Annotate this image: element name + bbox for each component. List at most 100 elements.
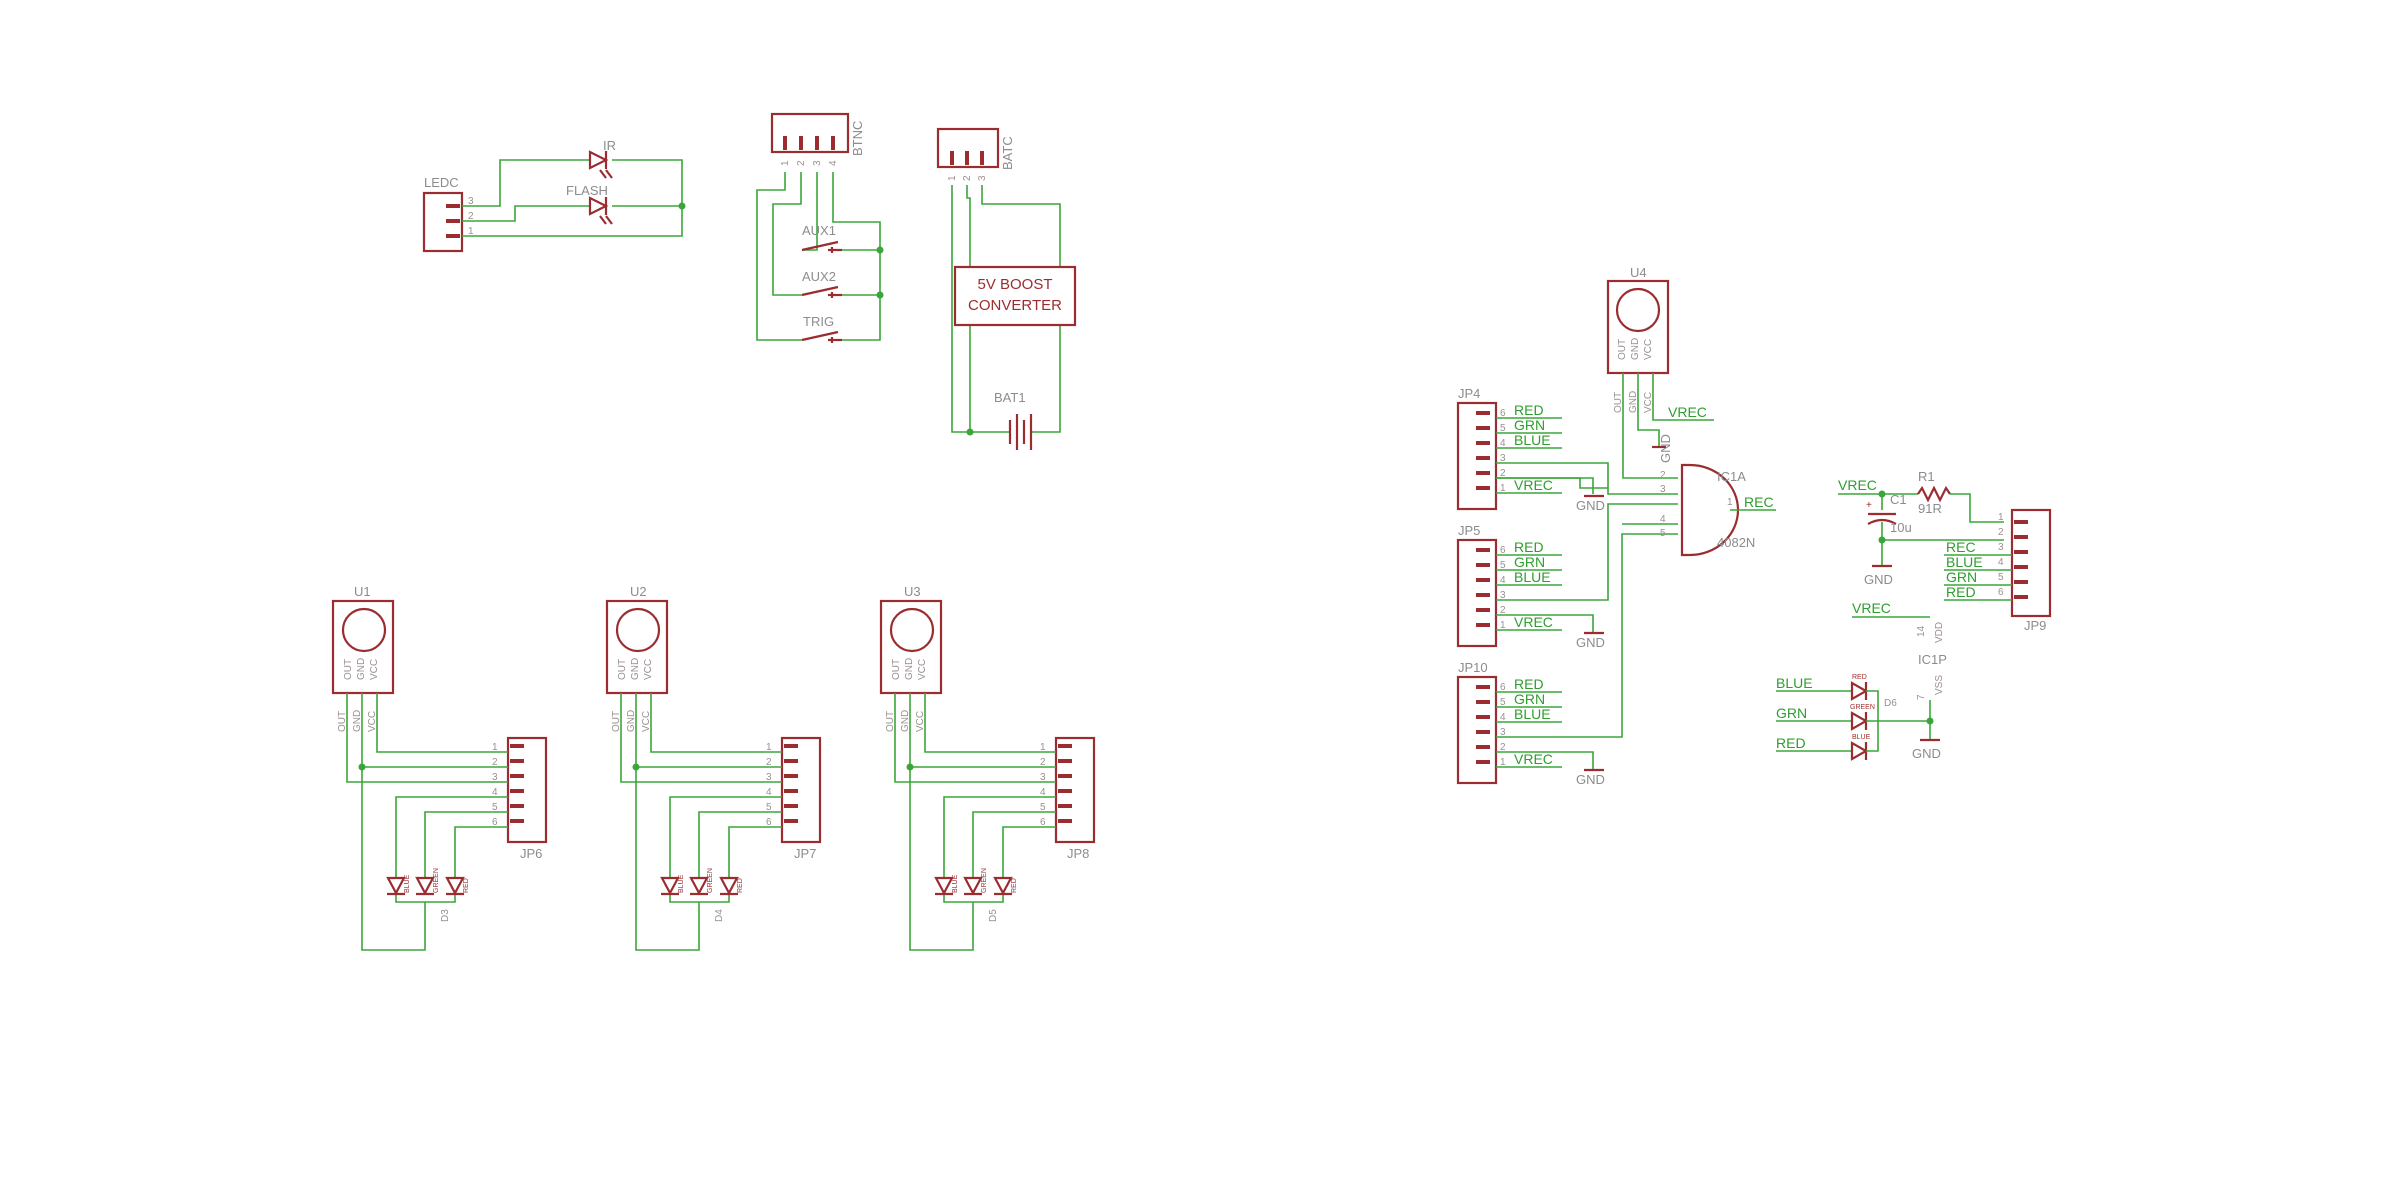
wire [1496,477,1608,489]
pin-name: OUT [611,711,622,732]
batc-connector [936,127,1000,169]
led-triplet-d3 [386,876,465,896]
boost-label-line2: CONVERTER [968,297,1062,314]
wire [1622,373,1678,479]
connector-jp8-body [1054,736,1096,844]
led-flash-label: FLASH [566,183,608,198]
diode-label: D4 [714,909,725,922]
wire [462,205,590,222]
pin-number: 3 [492,772,498,783]
ic1p-block: VREC 14 VDD IC1P VSS 7 GND RED GREEN BLU… [1776,600,1947,761]
pin-name: VCC [367,711,378,732]
pin-number: 6 [1500,408,1506,419]
ic1a-value: 4082N [1717,535,1755,550]
wire [424,811,508,878]
sensor-u1-body [331,599,395,695]
pin-number: 1 [1500,620,1506,631]
pin-name: GND [904,658,915,680]
resistor-r1-symbol [1917,485,1951,503]
capacitor-c1-plus: + [1866,500,1872,511]
boost-label-line1: 5V BOOST [977,276,1052,293]
pin-number: 1 [1500,483,1506,494]
wire [909,767,974,951]
connector-jp9-label: JP9 [2024,618,2046,633]
pin-number: 3 [1040,772,1046,783]
diode-label: D5 [988,909,999,922]
pin-name: VCC [369,659,380,680]
pin-name: OUT [1617,339,1628,360]
pin-number: 4 [1500,575,1506,586]
led-d6-label: D6 [1884,698,1897,709]
wire [943,796,1056,878]
led-flash-symbol [588,196,613,225]
wire [635,767,700,951]
pin-number: 1 [1040,742,1046,753]
pin-number: 3 [1998,542,2004,553]
connector-jp5-body [1456,538,1498,648]
junction-dot [358,763,366,771]
connector-jp8-label: JP8 [1067,846,1089,861]
led-color-label: GREEN [981,868,988,893]
wire [981,185,1061,267]
jp4-block: JP4 6 5 4 3 2 1 RED GRN BLUE VREC GND [1456,386,1678,513]
pin-name: OUT [617,659,628,680]
net-label: BLUE [1776,675,1813,691]
diode-label: D3 [440,909,451,922]
pin-number: 5 [1040,802,1046,813]
gnd-label: GND [1864,572,1893,587]
u3-block: U3 OUT GND VCC OUT GND VCC 1 2 3 4 5 6 J… [879,584,1096,951]
wire [650,693,782,753]
net-label: BLUE [1514,432,1551,448]
capacitor-c1-value: 10u [1890,520,1912,535]
gnd-label: GND [1576,635,1605,650]
wire [462,159,590,207]
pin-number: 3 [1500,453,1506,464]
net-label: BLUE [1946,554,1983,570]
wire [909,693,1056,768]
pin-number: 4 [828,160,839,166]
wire [728,826,782,878]
pin-number: 4 [1500,438,1506,449]
connector-jp5-label: JP5 [1458,523,1480,538]
pin-name: VCC [1643,339,1654,360]
wire [802,172,818,251]
led-color-label: BLUE [404,874,411,893]
pin-number: 5 [766,802,772,813]
wire [1496,503,1678,601]
wire [756,172,802,341]
net-label: GRN [1514,691,1545,707]
pin-number: 1 [1727,497,1733,508]
wire [1496,462,1678,495]
wire [454,826,508,878]
pin-number: 1 [492,742,498,753]
pin-name: VSS [1934,675,1945,695]
pin-number: 3 [1500,590,1506,601]
wire [462,159,683,237]
resistor-r1-value: 91R [1918,501,1942,516]
btnc-section: BTNC 1 2 3 4 AUX1 AUX2 TRIG [756,112,884,343]
sensor-u1-label: U1 [354,584,371,599]
net-label: GRN [1946,569,1977,585]
wire [361,693,508,768]
net-label: BLUE [1514,569,1551,585]
ledc-connector [422,191,464,253]
wire [943,894,1004,903]
pin-number: 3 [468,196,474,207]
led-triplet-d5 [934,876,1013,896]
pin-number: 4 [492,787,498,798]
battery-label: BAT1 [994,390,1026,405]
net-vrec-label: VREC [1852,600,1891,616]
pin-name: GND [626,710,637,732]
net-label: RED [1514,676,1544,692]
pin-name: GND [900,710,911,732]
pin-number: 1 [947,175,958,181]
junction-dot [876,291,884,299]
pin-number: 1 [1998,512,2004,523]
wire [361,767,426,951]
led-ir-label: IR [603,138,616,153]
junction-dot [632,763,640,771]
pin-number: 2 [492,757,498,768]
gnd-label: GND [1576,772,1605,787]
led-color-label: BLUE [678,874,685,893]
net-vrec-label: VREC [1838,477,1877,493]
